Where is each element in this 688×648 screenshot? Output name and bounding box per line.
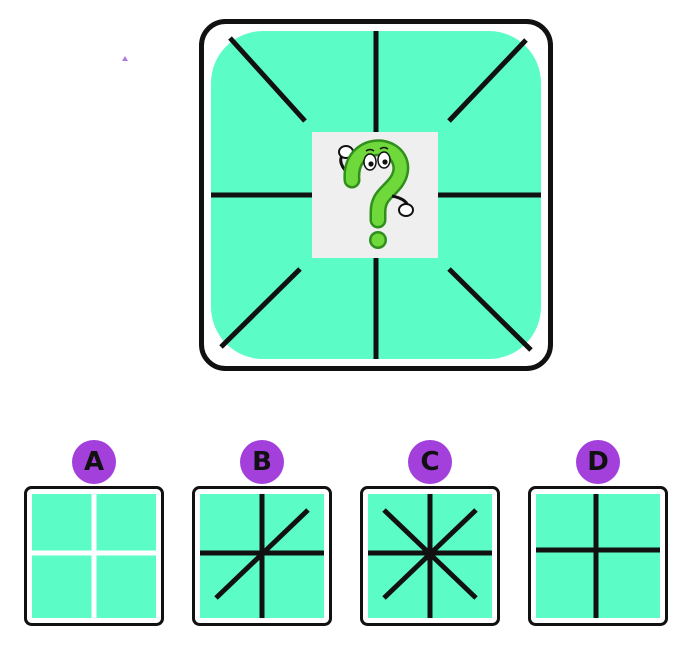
question-mark-character-icon — [338, 139, 414, 249]
option-d-card[interactable] — [528, 486, 668, 626]
option-d-pattern — [528, 486, 668, 626]
option-b-badge: B — [240, 440, 284, 484]
option-a[interactable]: A — [24, 440, 164, 626]
stray-mark — [122, 56, 128, 61]
option-b-card[interactable] — [192, 486, 332, 626]
option-c-pattern — [360, 486, 500, 626]
option-c-badge: C — [408, 440, 452, 484]
option-a-badge: A — [72, 440, 116, 484]
spoke-top-left — [228, 36, 307, 123]
option-c[interactable]: C — [360, 440, 500, 626]
option-b[interactable]: B — [192, 440, 332, 626]
puzzle-board — [199, 19, 553, 371]
option-c-card[interactable] — [360, 486, 500, 626]
spoke-bottom-right — [447, 267, 533, 352]
option-a-pattern — [24, 486, 164, 626]
spoke-top-right — [447, 38, 528, 123]
option-d[interactable]: D — [528, 440, 668, 626]
option-a-card[interactable] — [24, 486, 164, 626]
option-d-badge: D — [576, 440, 620, 484]
option-b-pattern — [192, 486, 332, 626]
question-box — [312, 132, 438, 258]
spoke-bottom-left — [219, 267, 302, 349]
